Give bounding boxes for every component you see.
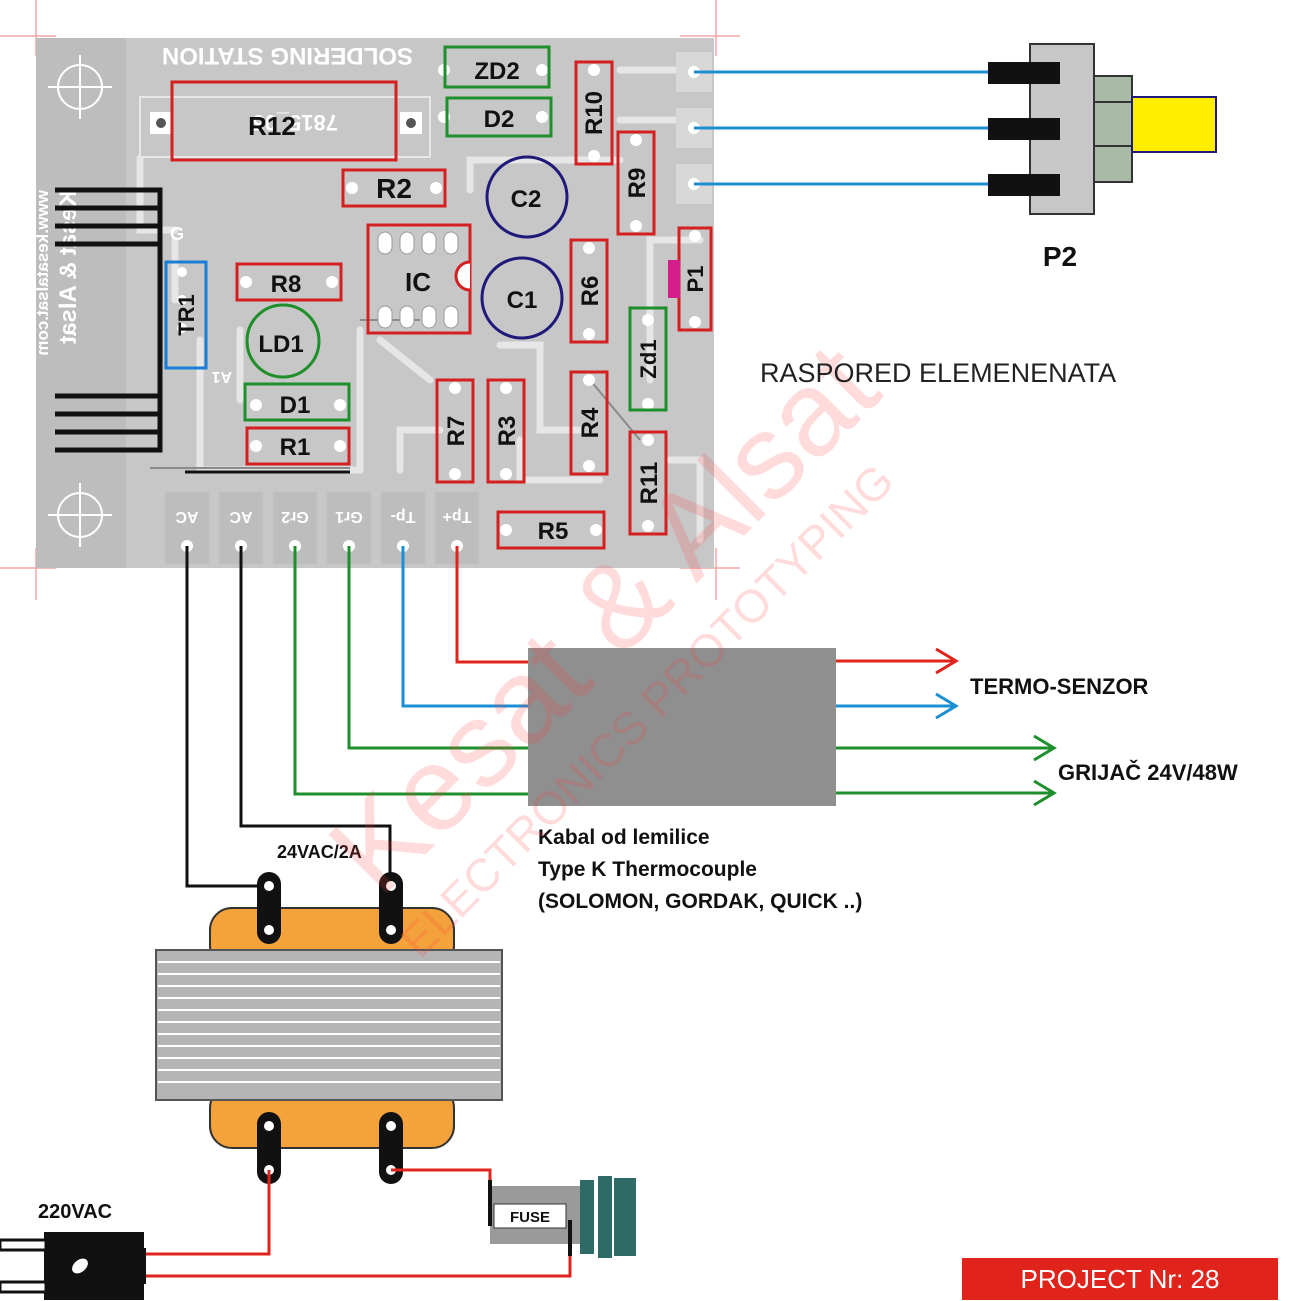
termo-senzor-label: TERMO-SENZOR bbox=[970, 674, 1149, 699]
label-r5: R5 bbox=[538, 518, 569, 545]
heatsink: G bbox=[55, 187, 184, 453]
capacitor-c1 bbox=[480, 256, 564, 340]
label-p1: P1 bbox=[683, 266, 708, 293]
capacitor-c2 bbox=[485, 155, 569, 239]
diode-d1 bbox=[243, 382, 351, 422]
label-r3: R3 bbox=[494, 416, 521, 447]
pad-label-ac2: AC bbox=[229, 508, 253, 525]
resistor-r3 bbox=[486, 378, 526, 484]
pad-label-ac1: AC bbox=[175, 508, 199, 525]
label-r8: R8 bbox=[271, 271, 302, 298]
cable-caption-3: (SOLOMON, GORDAK, QUICK ..) bbox=[538, 890, 862, 913]
regulator: 7815_05 bbox=[139, 96, 431, 158]
grijac-label: GRIJAČ 24V/48W bbox=[1058, 760, 1238, 785]
resistor-r9 bbox=[616, 130, 656, 236]
board-title: SOLDERING STATION bbox=[162, 42, 413, 69]
resistor-r7 bbox=[435, 378, 475, 484]
component-labels: R12 ZD2 D2 R10 R2 C2 R9 IC C1 R6 P1 TR1 … bbox=[174, 58, 708, 545]
ic-notch bbox=[454, 260, 471, 292]
heatsink-mark: G bbox=[170, 224, 184, 244]
led-ld1 bbox=[245, 303, 321, 379]
label-r6: R6 bbox=[577, 276, 604, 307]
label-ic: IC bbox=[405, 267, 431, 297]
wiring bbox=[185, 546, 528, 888]
secondary-label: 24VAC/2A bbox=[277, 842, 362, 862]
label-r4: R4 bbox=[577, 407, 604, 438]
label-d1: D1 bbox=[280, 392, 311, 419]
svg-text:www.kesatalsat.com: www.kesatalsat.com bbox=[33, 189, 52, 356]
svg-text:7815_05: 7815_05 bbox=[252, 110, 338, 135]
svg-text:Kesat & Alsat: Kesat & Alsat bbox=[55, 190, 82, 344]
ic-pins bbox=[377, 231, 459, 329]
label-c2: C2 bbox=[511, 186, 542, 213]
resistor-r6 bbox=[569, 238, 609, 344]
pad-label-tp-minus: Tp- bbox=[391, 508, 416, 525]
diode-d2 bbox=[445, 96, 553, 138]
p1-trim-marker bbox=[668, 260, 680, 298]
label-r1: R1 bbox=[280, 434, 311, 461]
fuse-holder: FUSE bbox=[488, 1176, 636, 1258]
resistor-r5 bbox=[496, 510, 606, 550]
resistor-r8 bbox=[235, 262, 343, 302]
transformer bbox=[155, 872, 503, 1184]
pcb-traces bbox=[136, 66, 704, 544]
label-zd1: Zd1 bbox=[636, 339, 661, 378]
label-zd2: ZD2 bbox=[474, 58, 519, 85]
label-tr1: TR1 bbox=[174, 294, 199, 336]
label-c1: C1 bbox=[507, 287, 538, 314]
cable-caption-2: Type K Thermocouple bbox=[538, 858, 757, 881]
diode-zd1 bbox=[628, 306, 668, 412]
cable-outputs bbox=[836, 647, 1057, 807]
tr1-mark: A1 bbox=[211, 368, 232, 385]
mains-plug bbox=[0, 1232, 146, 1300]
resistor-r2 bbox=[341, 168, 447, 208]
layout-heading: RASPORED ELEMENENATA bbox=[760, 358, 1117, 388]
label-r12: R12 bbox=[248, 111, 296, 141]
pad-label-gr1: Gr1 bbox=[335, 508, 363, 525]
registration-target-top bbox=[48, 55, 112, 119]
board-credit: Kesat & Alsat www.kesatalsat.com bbox=[33, 189, 82, 356]
potentiometer-p2 bbox=[694, 43, 1217, 215]
component-pads bbox=[177, 64, 701, 536]
label-r7: R7 bbox=[443, 416, 470, 447]
registration-target-bottom bbox=[48, 483, 112, 547]
resistor-r4 bbox=[569, 370, 609, 476]
resistor-r12 bbox=[170, 80, 398, 162]
pcb-board: SOLDERING STATION bbox=[36, 38, 714, 568]
diodes bbox=[243, 45, 668, 422]
capacitors bbox=[480, 155, 569, 340]
label-r11: R11 bbox=[636, 462, 663, 505]
label-ld1: LD1 bbox=[258, 331, 303, 358]
fuse-label: FUSE bbox=[510, 1209, 550, 1226]
resistor-r10 bbox=[574, 60, 614, 166]
label-r9: R9 bbox=[624, 168, 651, 199]
potentiometer-label: P2 bbox=[1043, 241, 1077, 272]
project-number-badge: PROJECT Nr: 28 bbox=[962, 1258, 1278, 1300]
pad-label-tp-plus: Tp+ bbox=[443, 508, 472, 525]
pad-label-gr2: Gr2 bbox=[281, 508, 309, 525]
diode-zd2 bbox=[443, 45, 551, 89]
transistor-tr1 bbox=[164, 260, 208, 370]
resistor-r11 bbox=[628, 430, 668, 536]
cable-caption-1: Kabal od lemilice bbox=[538, 826, 710, 849]
resistor-r1 bbox=[245, 426, 351, 466]
label-r10: R10 bbox=[581, 91, 608, 135]
label-r2: R2 bbox=[376, 173, 412, 204]
cable-box bbox=[528, 648, 836, 806]
mains-label: 220VAC bbox=[38, 1201, 112, 1223]
label-d2: D2 bbox=[484, 106, 515, 133]
